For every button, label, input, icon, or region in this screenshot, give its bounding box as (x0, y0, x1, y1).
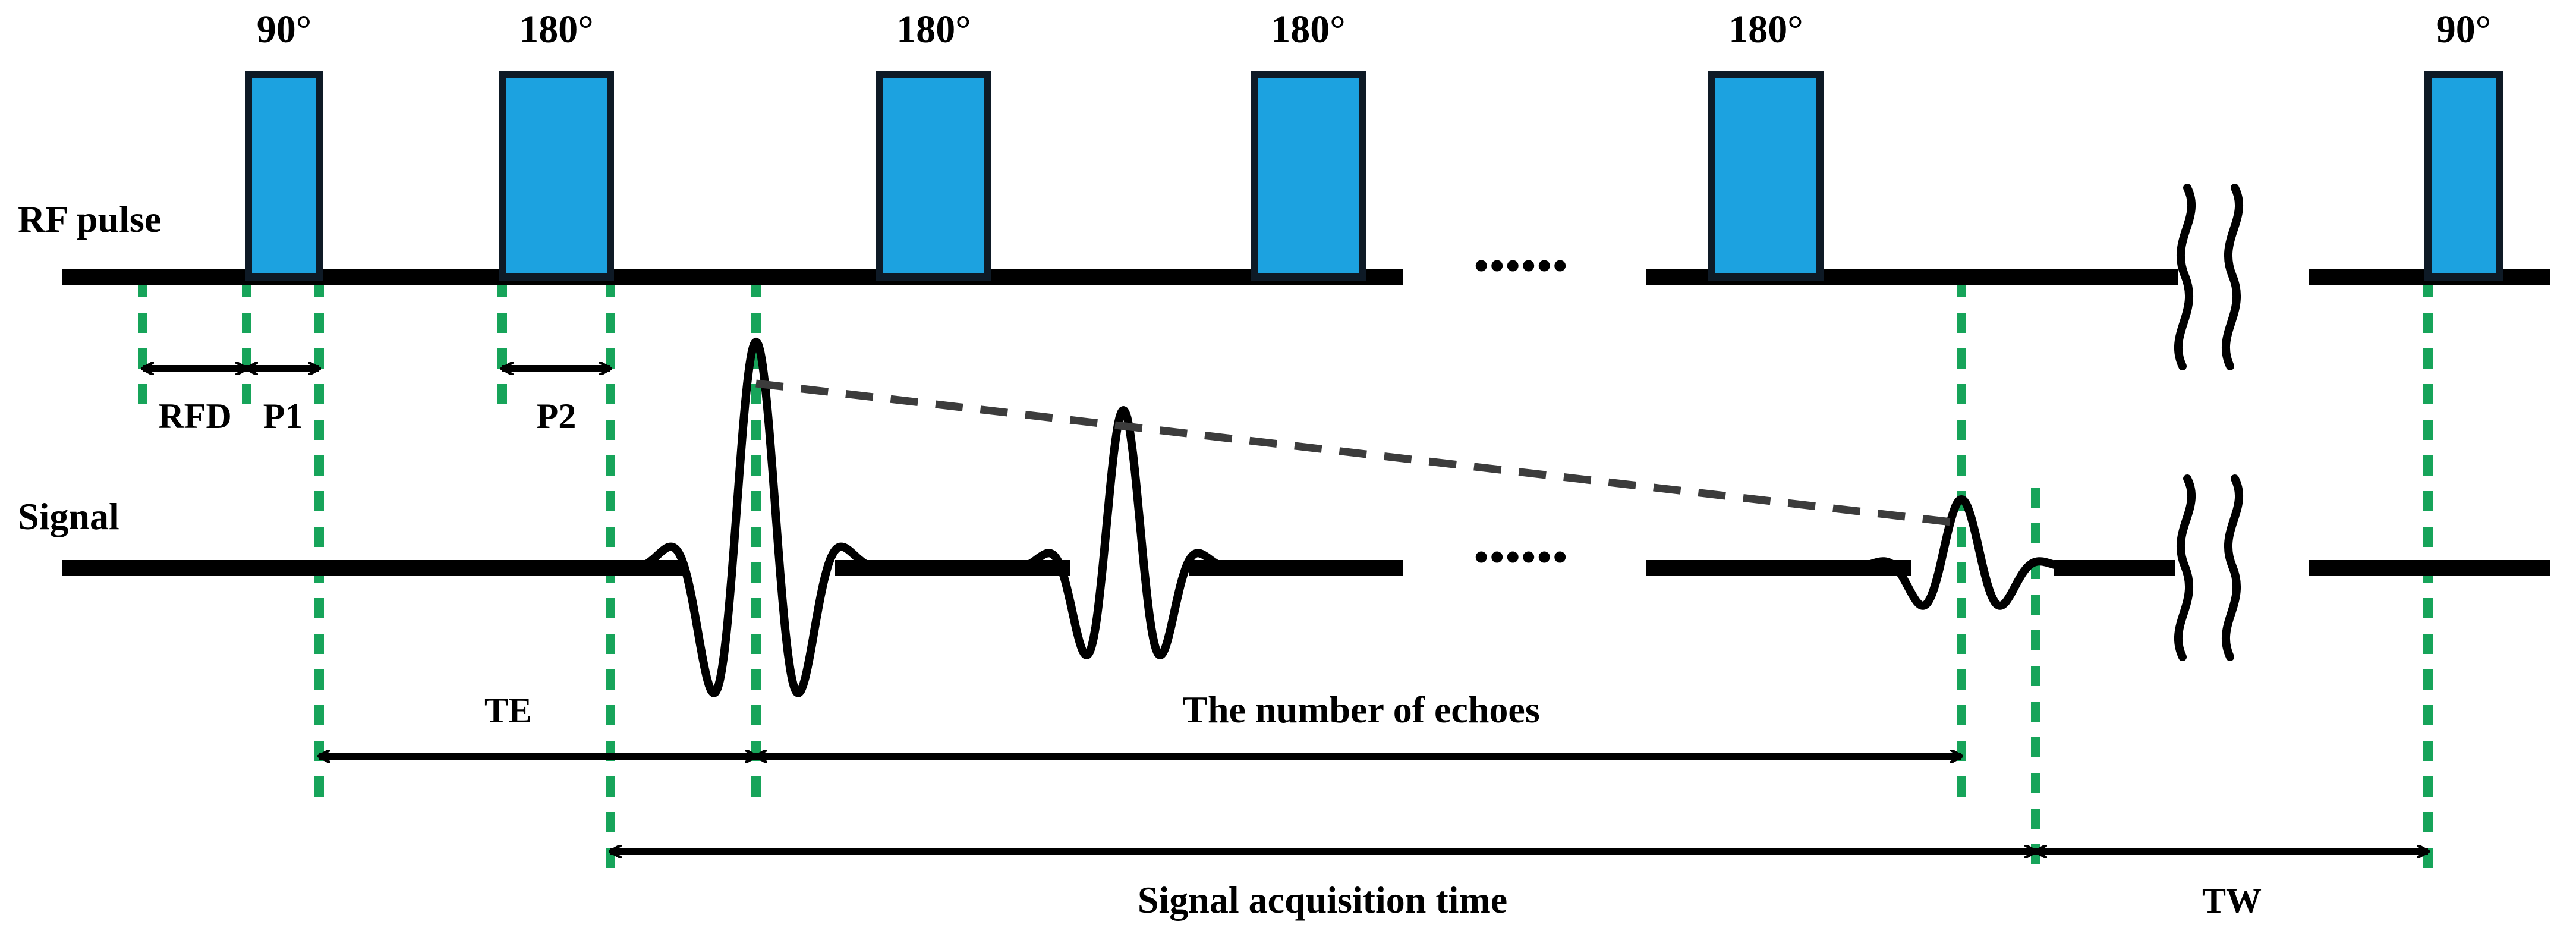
row-label-rf-pulse: RF pulse (18, 198, 161, 240)
decay-envelope-group (755, 379, 1962, 527)
pulse-5-label: 180° (1728, 8, 1803, 51)
axis-break-group (2174, 184, 2244, 661)
measure-p1-label: P1 (263, 397, 303, 436)
row-label-signal: Signal (18, 495, 119, 537)
measure-number-of-echoes-label: The number of echoes (1182, 688, 1539, 731)
echo-1-waveform (609, 338, 903, 697)
pulse-5-rect (1708, 71, 1824, 281)
measure-tw-label: TW (2202, 881, 2262, 920)
pulse-3-label: 180° (896, 8, 971, 51)
pulse-4-rect (1251, 71, 1366, 281)
signal-axis-break-icon-stroke-1 (2174, 474, 2196, 661)
pulse-1-label: 90° (257, 8, 311, 51)
measure-rfd-label: RFD (158, 397, 231, 436)
pulse-2-label: 180° (519, 8, 593, 51)
measure-te-label: TE (484, 691, 532, 730)
signal-axis-break-icon-stroke-2 (2221, 474, 2244, 661)
rf-pulse-group (245, 71, 2503, 281)
rf-axis-break-icon-stroke-2 (2221, 184, 2244, 370)
rf-continuation-ellipsis: •••••• (1474, 243, 1569, 289)
pulse-1-rect (245, 71, 323, 281)
measure-p2-label: P2 (537, 397, 577, 436)
pulse-6-rect (2424, 71, 2503, 281)
ellipsis-group: •••••• •••••• (1474, 243, 1569, 580)
pulse-3-rect (876, 71, 991, 281)
signal-continuation-ellipsis: •••••• (1474, 534, 1569, 580)
measure-signal-acquisition-time-label: Signal acquisition time (1138, 879, 1507, 921)
signal-echo-group (609, 338, 2096, 697)
decay-envelope-line (755, 379, 1962, 527)
rf-axis-break-icon-stroke-1 (2174, 184, 2196, 370)
echo-2-waveform (994, 406, 1252, 659)
pulse-2-rect (499, 71, 614, 281)
pulse-4-label: 180° (1271, 8, 1345, 51)
pulse-6-label: 90° (2436, 8, 2491, 51)
echo-3-waveform (1826, 495, 2096, 610)
rf-pulse-label-group: 90° 180° 180° 180° 180° 90° (257, 8, 2491, 51)
